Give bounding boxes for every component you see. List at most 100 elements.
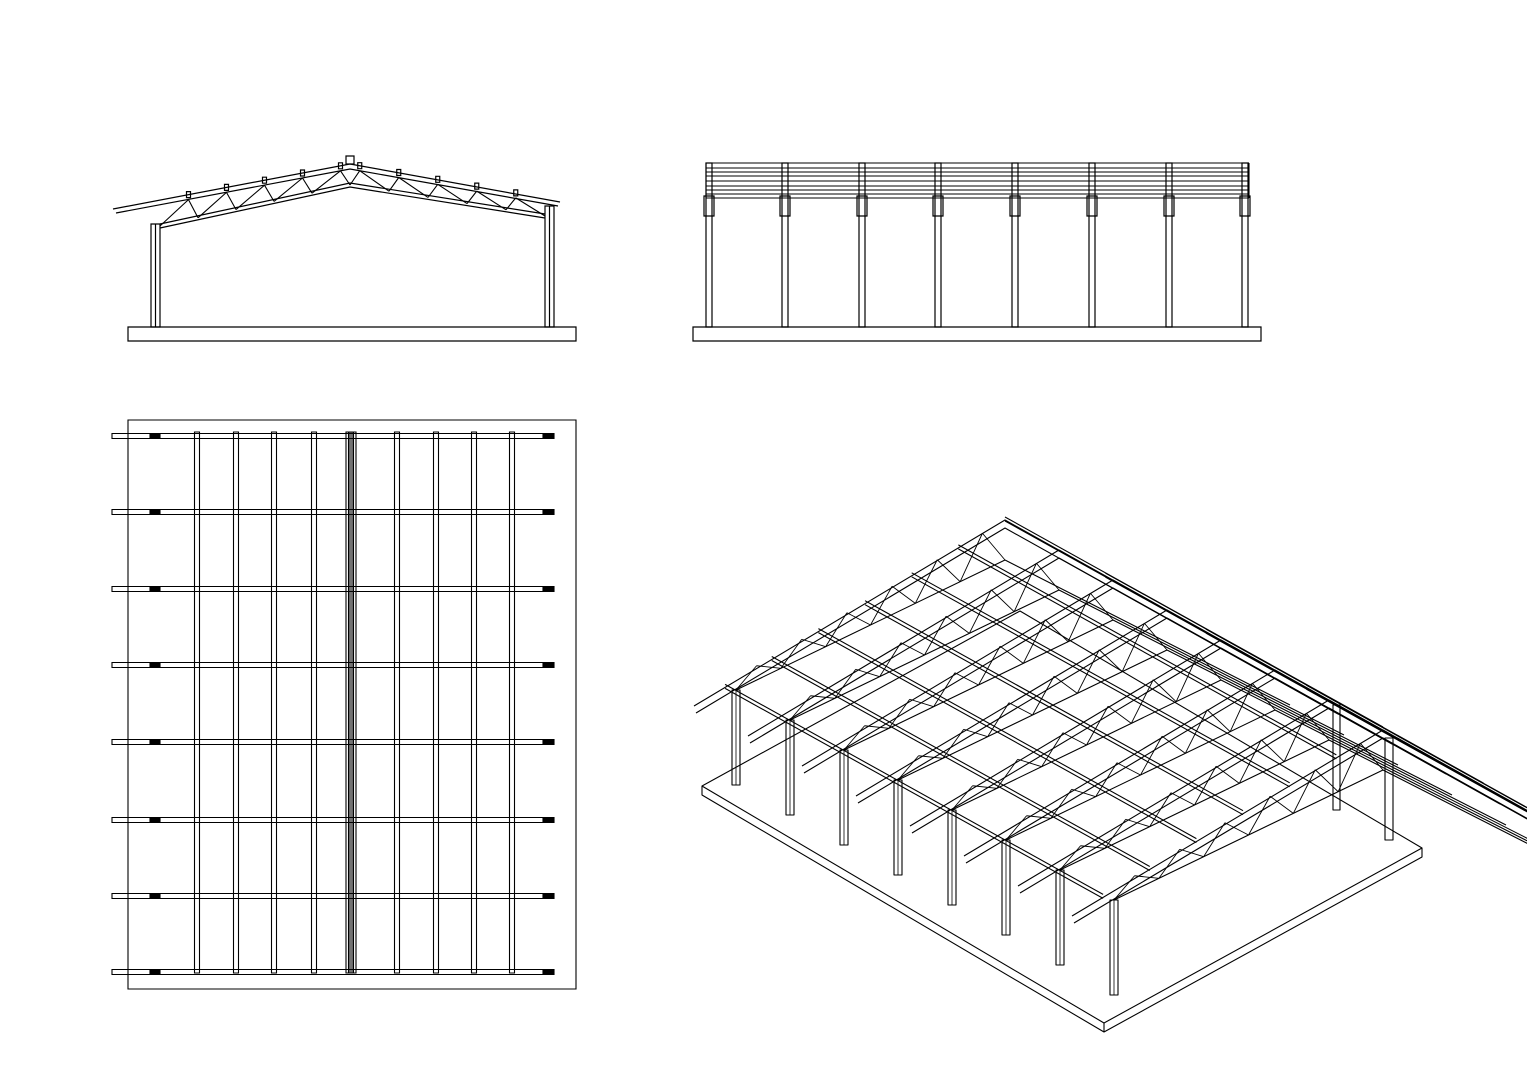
iso-web bbox=[1027, 816, 1051, 819]
iso-web bbox=[982, 533, 1005, 560]
iso-web bbox=[1051, 789, 1072, 818]
iso-web bbox=[1023, 620, 1045, 664]
iso-web bbox=[901, 643, 925, 655]
ridge-purlin bbox=[346, 156, 354, 164]
frame-tag bbox=[150, 894, 160, 898]
roof-plan-purlin bbox=[510, 432, 515, 973]
iso-web bbox=[1159, 849, 1180, 878]
truss-web bbox=[428, 184, 438, 197]
roof-plan-frame bbox=[112, 510, 554, 515]
iso-web bbox=[1153, 680, 1176, 702]
truss-web bbox=[265, 185, 275, 201]
iso-web bbox=[781, 639, 802, 668]
iso-bottom-chord bbox=[1006, 710, 1527, 855]
iso-web bbox=[910, 699, 934, 706]
iso-web bbox=[991, 590, 1014, 612]
frame-tag bbox=[150, 510, 160, 514]
iso-web bbox=[811, 696, 835, 699]
side-elevation-column bbox=[782, 163, 788, 327]
iso-web bbox=[964, 729, 988, 736]
iso-column bbox=[1385, 738, 1393, 840]
frame-tag bbox=[150, 740, 160, 744]
front-elevation-purlin-stubs bbox=[187, 156, 518, 198]
iso-web bbox=[790, 696, 811, 720]
roof-plan-purlin bbox=[472, 432, 477, 973]
side-elevation-column bbox=[706, 163, 712, 327]
iso-web bbox=[1045, 620, 1068, 642]
purlin-stub bbox=[475, 183, 479, 189]
iso-web bbox=[943, 729, 964, 758]
frame-tag bbox=[543, 894, 553, 898]
iso-web bbox=[973, 786, 997, 789]
iso-web bbox=[844, 726, 865, 750]
iso-web bbox=[1360, 743, 1383, 770]
frame-tag bbox=[150, 970, 160, 974]
roof-plan-frame bbox=[112, 740, 554, 745]
iso-web bbox=[865, 726, 889, 729]
roof-plan-purlin bbox=[434, 432, 439, 973]
roof-plan-frame bbox=[112, 434, 554, 439]
truss-web bbox=[341, 171, 351, 185]
iso-web bbox=[997, 759, 1018, 788]
front-elevation-top-chord-inner bbox=[116, 169, 558, 213]
iso-web bbox=[1306, 713, 1329, 740]
side-elevation-view bbox=[693, 163, 1261, 341]
roof-plan-frames bbox=[112, 434, 554, 975]
side-elevation-column bbox=[1166, 163, 1172, 327]
truss-web bbox=[227, 192, 237, 209]
iso-web bbox=[856, 669, 880, 676]
isometric-back-frames bbox=[1333, 705, 1393, 840]
iso-web bbox=[1144, 623, 1167, 650]
iso-top-chord-inner bbox=[804, 588, 1446, 774]
frame-tag bbox=[543, 740, 553, 744]
iso-web bbox=[1090, 593, 1113, 620]
iso-purlin bbox=[818, 633, 1196, 843]
iso-web bbox=[1006, 816, 1027, 840]
iso-web bbox=[898, 756, 919, 780]
roof-plan-frame bbox=[112, 894, 554, 899]
iso-web bbox=[1072, 789, 1096, 796]
iso-web bbox=[889, 699, 910, 728]
side-elevation-column bbox=[935, 163, 941, 327]
roof-plan-frame bbox=[112, 663, 554, 668]
iso-web bbox=[1114, 876, 1135, 900]
side-elevation-slab bbox=[693, 327, 1261, 341]
iso-purlin bbox=[772, 661, 1150, 871]
roof-plan-purlin bbox=[272, 432, 277, 973]
truss-web bbox=[389, 178, 399, 192]
iso-purlin bbox=[958, 549, 1336, 759]
truss-web bbox=[303, 178, 313, 193]
front-elevation-right-column bbox=[545, 206, 554, 327]
iso-web bbox=[1099, 650, 1122, 672]
iso-web bbox=[757, 666, 781, 669]
iso-web bbox=[919, 756, 943, 759]
isometric-purlins bbox=[725, 517, 1527, 899]
roof-plan-purlin bbox=[395, 432, 400, 973]
iso-web bbox=[1252, 683, 1275, 710]
iso-web bbox=[915, 560, 937, 604]
iso-web bbox=[955, 673, 979, 685]
front-elevation-truss-webs bbox=[160, 171, 545, 226]
iso-web bbox=[952, 786, 973, 810]
iso-web bbox=[736, 666, 757, 690]
iso-web bbox=[835, 669, 856, 698]
truss-web bbox=[350, 171, 360, 185]
iso-web bbox=[1009, 703, 1033, 715]
iso-web bbox=[802, 639, 826, 646]
iso-web bbox=[1225, 823, 1249, 835]
roof-plan-purlin bbox=[234, 432, 239, 973]
roof-plan-frame bbox=[112, 818, 554, 823]
iso-top-chord-inner bbox=[858, 618, 1500, 804]
iso-web bbox=[1198, 653, 1221, 680]
front-elevation-slab bbox=[128, 327, 576, 341]
iso-top-chord bbox=[694, 520, 1340, 707]
iso-web bbox=[1293, 770, 1315, 814]
iso-web bbox=[1135, 876, 1159, 879]
front-elevation-view bbox=[113, 156, 576, 341]
iso-web bbox=[1171, 793, 1195, 805]
iso-web bbox=[1081, 846, 1105, 849]
isometric-front-frames bbox=[694, 520, 1527, 995]
iso-web bbox=[1117, 763, 1141, 775]
